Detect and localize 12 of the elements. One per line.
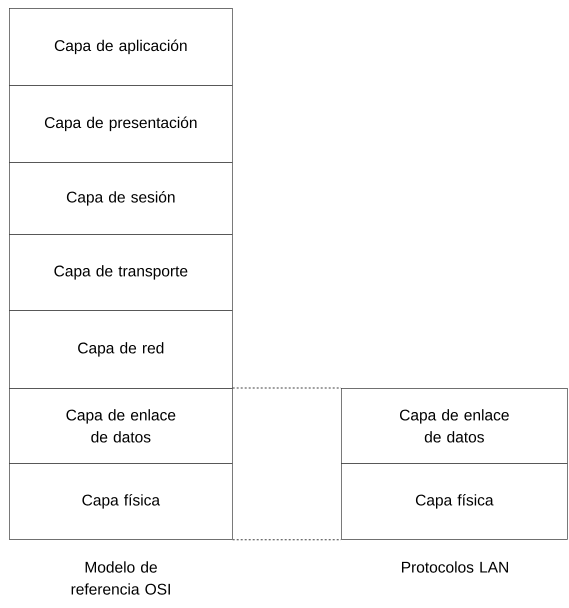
layer-box: Capa física	[9, 463, 233, 540]
dotted-line	[232, 539, 342, 540]
layer-box: Capa de presentación	[9, 85, 233, 163]
layer-box: Capa de sesión	[9, 162, 233, 235]
layer-box: Capa de transporte	[9, 234, 233, 311]
layer-box: Capa de enlace de datos	[341, 388, 568, 464]
caption: Protocolos LAN	[402, 561, 508, 573]
caption: Modelo de referencia OSI	[72, 561, 170, 595]
layer-box: Capa de enlace de datos	[9, 388, 233, 464]
layer-box: Capa física	[341, 463, 568, 540]
layer-box: Capa de aplicación	[9, 8, 233, 86]
layer-box: Capa de red	[9, 310, 233, 389]
